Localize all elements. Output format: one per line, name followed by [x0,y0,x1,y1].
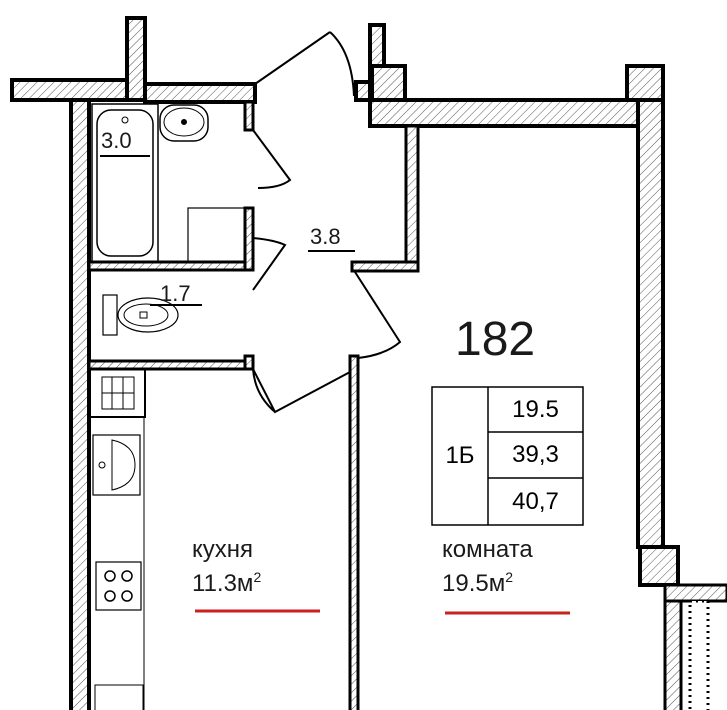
column [625,64,665,102]
wall [243,206,255,272]
wall [688,599,710,710]
wall [663,583,727,603]
apartment-number: 182 [455,313,536,366]
bathroom-door [252,129,292,189]
washing-machine [187,207,246,263]
kitchen-name: кухня [192,536,254,563]
kitchen-cabinet [89,368,146,418]
apartment-type: 1Б [445,442,475,469]
living-area-value: 19.5м [442,570,506,597]
column [370,64,407,102]
wall [69,98,91,710]
wall [350,260,420,273]
unit-superscript: 2 [253,569,262,585]
wall [87,260,251,272]
wall [636,98,665,549]
column [638,545,680,587]
hall-area: 3.8 [310,224,341,249]
toilet-door [252,237,287,291]
wall [354,80,372,102]
bathroom-area: 3.0 [101,128,132,153]
wall [243,100,255,132]
wall [87,359,255,371]
hall-door [354,271,402,359]
toilet-area: 1.7 [160,281,191,306]
wall [143,82,257,104]
kitchen-area-value: 11.3м [192,570,254,597]
wall [663,599,683,710]
kitchen-area: 11.3м2 [192,569,262,597]
wall [125,16,147,102]
wall [348,354,360,710]
kitchen-door [252,368,351,414]
total-area-value: 39,3 [512,441,559,468]
toilet [102,294,118,336]
living-room-area: 19.5м2 [442,569,514,597]
kitchen-appliance [94,684,144,710]
bathtub [91,103,159,263]
wall [243,354,255,371]
washbasin [159,104,209,142]
wall [10,78,129,102]
living-area-value: 19.5 [512,395,559,423]
summary-table [431,386,584,526]
living-room-name: комната [442,536,533,563]
wall [404,124,420,268]
wall [368,98,640,128]
unit-superscript: 2 [505,569,514,585]
total-area-with-balcony-value: 40,7 [512,487,559,515]
entrance-door [254,31,355,97]
kitchen-sink [92,434,141,496]
stove [95,561,142,611]
